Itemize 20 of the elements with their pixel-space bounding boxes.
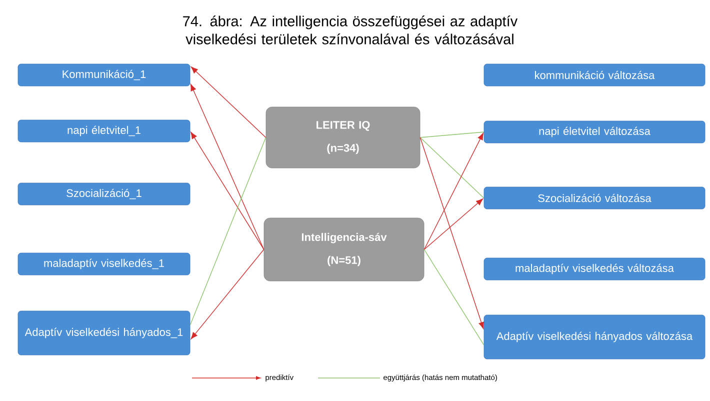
variable-box: Adaptív viselkedési hányados változása (484, 314, 706, 360)
group-box: Intelligencia-sáv (N=51) (264, 218, 424, 282)
variable-box: Szocializáció_1 (18, 182, 190, 206)
title: 74. ábra: Az intelligencia összefüggései az adaptív viselkedési területek színvonalával és változásával (183, 16, 518, 44)
variable-box: Szocializáció változása (484, 186, 706, 210)
group-box: LEITER IQ (n=34) (266, 106, 420, 168)
variable-box: napi életvitel változása (484, 120, 706, 144)
arrow (424, 198, 484, 250)
arrow (424, 132, 484, 250)
variable-box: kommunikáció változása (484, 64, 706, 86)
variable-box: Adaptív viselkedési hányados_1 (18, 310, 190, 356)
arrow (190, 132, 264, 250)
variable-box: napi életvitel_1 (18, 120, 190, 142)
variable-box: maladaptív viselkedés_1 (18, 252, 190, 276)
arrow (190, 66, 266, 138)
arrow (190, 249, 264, 340)
arrow (190, 84, 264, 250)
arrow (420, 137, 484, 329)
variable-box: Kommunikáció_1 (18, 64, 190, 86)
variable-box: maladaptív viselkedés változása (484, 258, 706, 280)
